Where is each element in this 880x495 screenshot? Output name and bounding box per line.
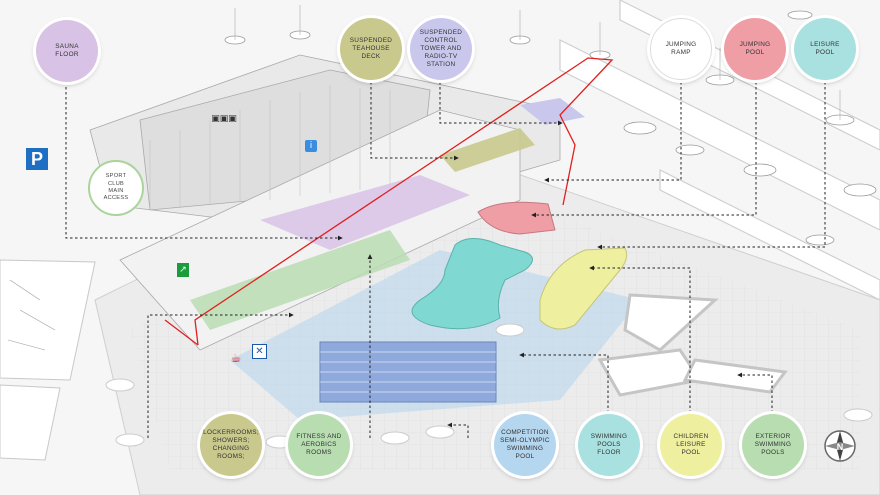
leader-lines	[65, 82, 826, 438]
sauna-floor-label: SAUNA FLOOR	[36, 20, 98, 82]
leisure-pool-shape	[411, 238, 533, 330]
tower-zone	[520, 98, 585, 125]
fitness-zone	[190, 230, 410, 330]
cafe-cup-icon: ☕	[230, 351, 242, 365]
restroom-icon: ✕	[252, 344, 267, 359]
jumping-ramp-label: JUMPING RAMP	[650, 18, 712, 80]
fitness-aerobics-label: FITNESS AND AEROBICS ROOMS	[288, 414, 350, 476]
exit-icon: ↗	[177, 263, 189, 277]
exterior-pools-label: EXTERIOR SWIMMING POOLS	[742, 414, 804, 476]
people-icon: ▣▣▣	[211, 114, 237, 124]
sauna-zone	[260, 175, 470, 250]
lockerrooms-label: LOCKERROOMS; SHOWERS; CHANGING ROOMS;	[200, 414, 262, 476]
control-tower-label: SUSPENDED CONTROL TOWER AND RADIO-TV STA…	[410, 18, 472, 80]
jumping-pool-shape	[477, 201, 556, 235]
info-icon: i	[305, 140, 317, 152]
competition-pool-label: COMPETITION SEMI-OLYMPIC SWIMMING POOL	[494, 414, 556, 476]
children-leisure-pool-label: CHILDREN LEISURE POOL	[660, 414, 722, 476]
swimming-pools-floor-label: SWIMMING POOLS FLOOR	[578, 414, 640, 476]
sport-club-access-label: SPORT CLUB MAIN ACCESS	[88, 160, 144, 216]
north-compass-icon: N	[824, 430, 856, 462]
red-outline	[194, 57, 614, 346]
city-blocks	[0, 259, 96, 461]
parking-sign-icon: P	[26, 148, 48, 170]
exterior-pools	[597, 293, 788, 397]
teahouse-zone	[440, 128, 535, 172]
jumping-pool-label: JUMPING POOL	[724, 18, 786, 80]
leisure-pool-label: LEISURE POOL	[794, 18, 856, 80]
compass-north-label: N	[837, 442, 844, 452]
teahouse-deck-label: SUSPENDED TEAHOUSE DECK	[340, 18, 402, 80]
